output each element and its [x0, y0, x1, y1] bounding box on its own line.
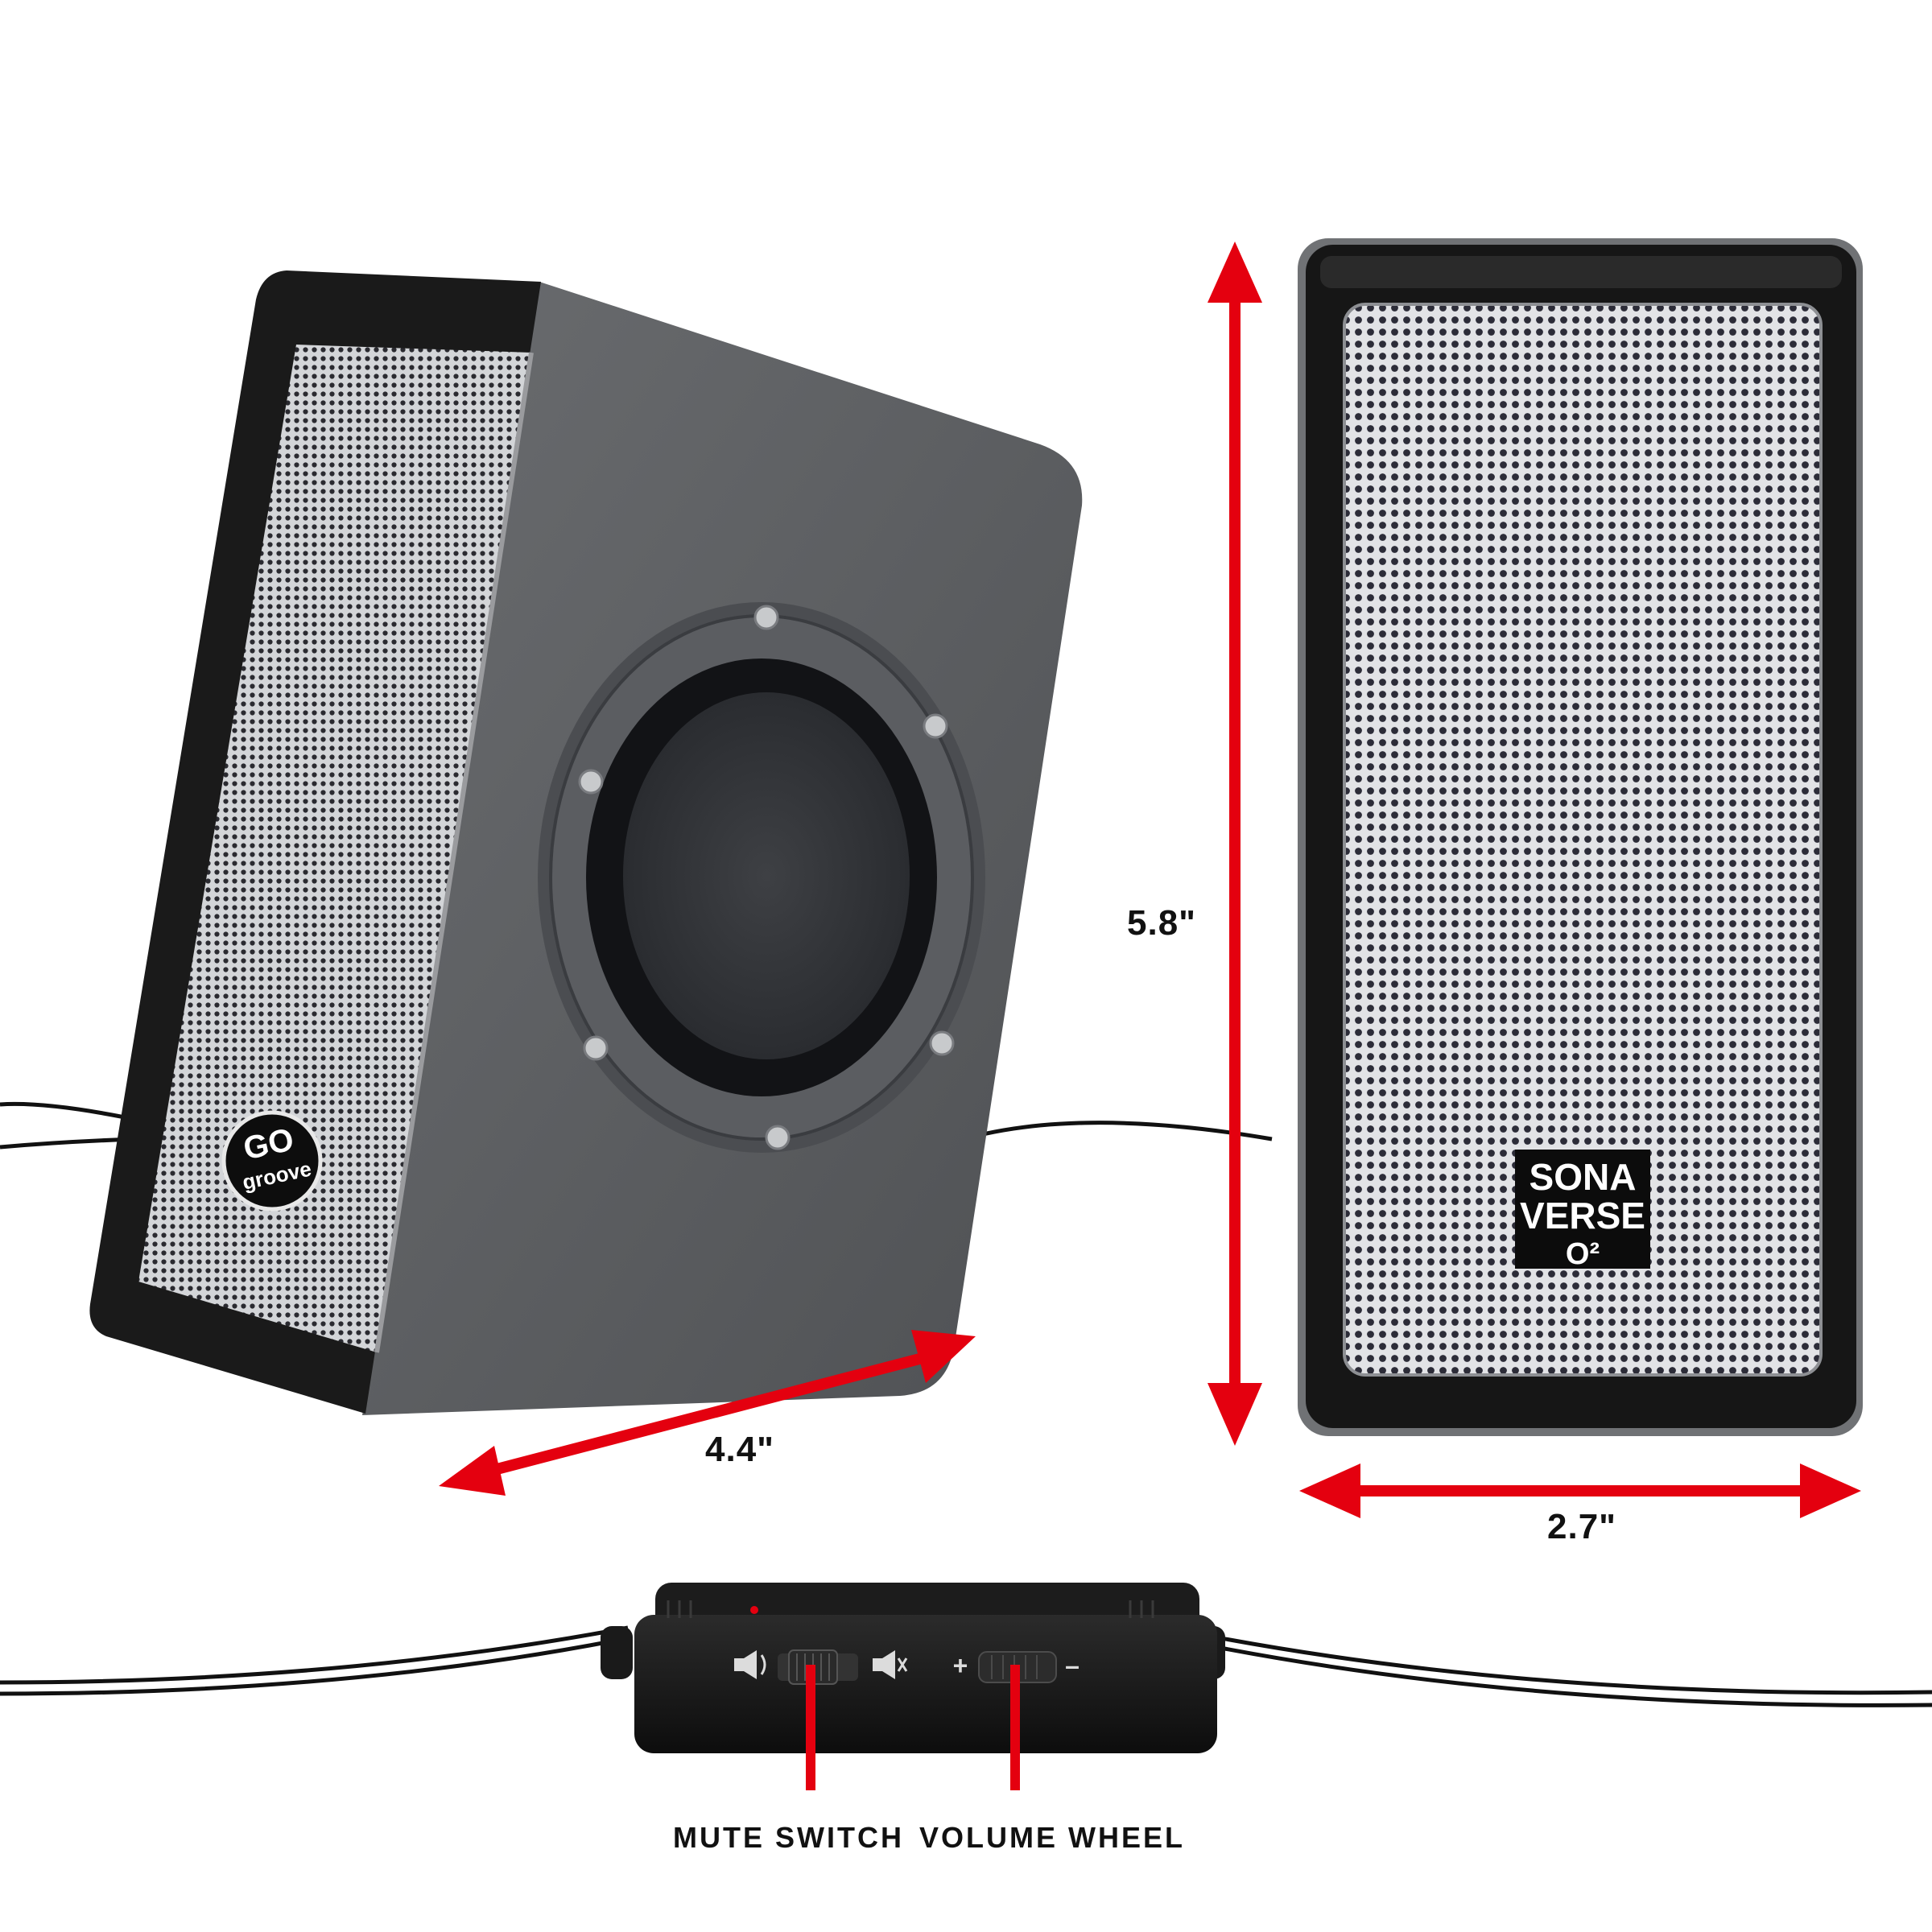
sonaverse-badge-line2: VERSE [1520, 1195, 1645, 1236]
volume-wheel-label: VOLUME WHEEL [919, 1821, 1185, 1854]
depth-arrow [439, 1330, 976, 1496]
mute-switch-label: MUTE SWITCH [673, 1821, 904, 1854]
sonaverse-badge: SONA VERSE O² [1515, 1150, 1650, 1271]
left-speaker-grille [138, 345, 531, 1352]
dimension-arrows [439, 242, 1861, 1518]
speaker-muted-icon [873, 1650, 908, 1679]
width-arrow [1299, 1463, 1861, 1518]
height-label: 5.8" [1127, 903, 1197, 943]
left-speaker: GO groove [89, 270, 1083, 1415]
right-speaker: SONA VERSE O² [1298, 238, 1863, 1436]
sonaverse-badge-mark: O² [1566, 1237, 1600, 1271]
control-callouts [806, 1665, 1020, 1790]
depth-label: 4.4" [705, 1430, 775, 1469]
height-arrow [1208, 242, 1262, 1446]
controller-body [634, 1615, 1217, 1753]
mute-switch[interactable] [778, 1649, 858, 1685]
woofer-screws [578, 605, 955, 1150]
woofer [538, 602, 985, 1153]
power-led [750, 1606, 758, 1614]
right-speaker-grille [1344, 304, 1821, 1375]
gogroove-logo: GO groove [221, 1110, 323, 1212]
speaker-on-icon [734, 1650, 766, 1679]
volume-minus-label: – [1065, 1651, 1080, 1680]
volume-plus-label: + [953, 1651, 968, 1680]
width-label: 2.7" [1547, 1507, 1617, 1546]
sonaverse-badge-line1: SONA [1530, 1156, 1637, 1198]
inline-controller: + – [601, 1583, 1225, 1790]
